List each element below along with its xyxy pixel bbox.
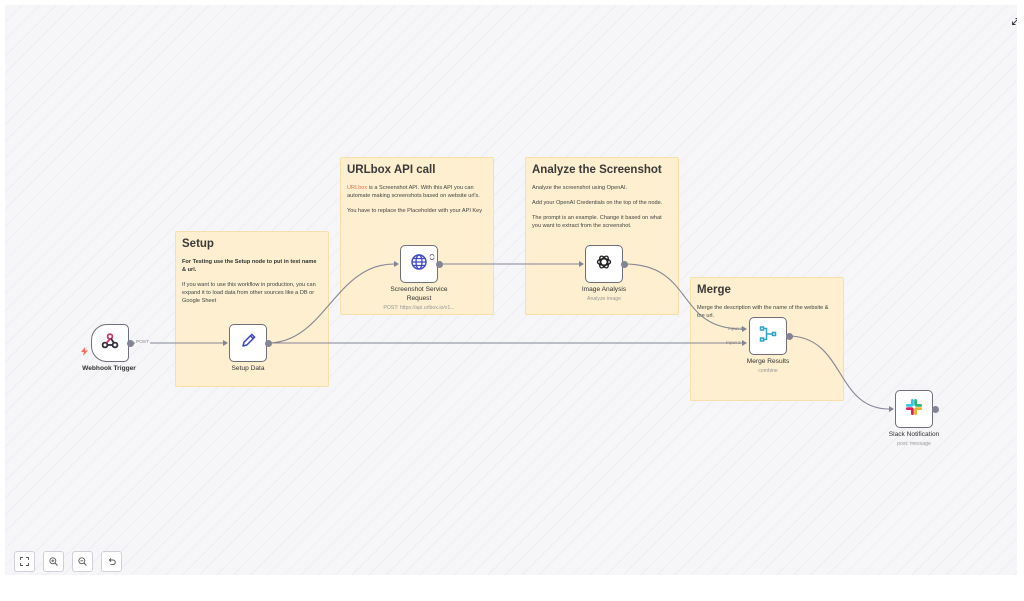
slack-notification-node[interactable] (895, 390, 933, 428)
connection-merge-slack (787, 335, 890, 410)
connections (133, 263, 890, 410)
setup-data-node[interactable] (229, 324, 267, 362)
analysis-input-port[interactable] (579, 260, 584, 267)
sticky-urlbox[interactable]: URLbox API call URLbox is a Screenshot A… (340, 157, 494, 315)
sticky-title: URLbox API call (347, 164, 436, 176)
node-subtitle: combine (758, 368, 778, 374)
slack-output-port[interactable] (931, 405, 939, 413)
node-label: Merge Results (746, 358, 790, 365)
image-analysis-node[interactable] (585, 245, 623, 283)
input-2-label: Input 2 (726, 341, 741, 346)
port-label: POST (135, 340, 151, 345)
sticky-text: For Testing use the Setup node to put in… (182, 259, 317, 274)
merge-output-port[interactable] (785, 332, 793, 340)
node-subtitle: Analyze image (586, 296, 622, 302)
urlbox-link[interactable]: URLbox (347, 185, 368, 191)
undo-icon (107, 553, 116, 571)
openai-icon (595, 253, 613, 276)
merge-results-node[interactable] (749, 317, 787, 355)
connection-analysis-merge (623, 263, 743, 330)
slack-icon (905, 398, 923, 421)
screenshot-input-port[interactable] (394, 260, 399, 267)
sticky-title: Analyze the Screenshot (532, 164, 662, 176)
node-label: Slack Notification (888, 431, 940, 438)
zoom-in-icon (49, 553, 58, 571)
sync-icon (429, 247, 435, 265)
input-1-label: Input 1 (728, 327, 743, 332)
workflow-canvas[interactable]: Setup For Testing use the Setup node to … (5, 5, 1017, 575)
zoom-in-button[interactable] (43, 551, 64, 572)
node-label: Setup Data (231, 365, 265, 372)
zoom-out-button[interactable] (72, 551, 93, 572)
screenshot-output-port[interactable] (435, 260, 443, 268)
fit-view-button[interactable] (14, 551, 35, 572)
webhook-icon (101, 332, 119, 355)
setup-output-port[interactable] (264, 339, 272, 347)
node-label: Screenshot Service Request (390, 286, 448, 302)
screenshot-service-node[interactable] (400, 245, 438, 283)
sticky-text: Analyze the screenshot using OpenAI. (532, 185, 628, 191)
webhook-trigger-node[interactable] (91, 324, 129, 362)
sticky-text: The prompt is an example. Change it base… (532, 215, 662, 230)
sticky-text: Add your OpenAI Credentials on the top o… (532, 200, 663, 207)
node-subtitle: POST: https://api.urlbox.io/v1... (383, 305, 455, 311)
analysis-output-port[interactable] (620, 260, 628, 268)
setup-input-port[interactable] (223, 339, 228, 346)
sticky-text: If you want to use this workflow in prod… (182, 282, 316, 305)
sticky-text: You have to replace the Placeholder with… (347, 208, 483, 215)
zoom-out-icon (78, 553, 87, 571)
node-label: Image Analysis (581, 286, 627, 293)
slack-input-port[interactable] (889, 405, 894, 412)
sticky-text: Merge the description with the name of t… (697, 305, 829, 320)
connection-setup-screenshot (267, 263, 395, 344)
sticky-title: Merge (697, 284, 731, 296)
sticky-text: URLbox is a Screenshot API. With this AP… (347, 185, 480, 200)
fullscreen-icon[interactable] (1012, 12, 1017, 30)
node-label: Webhook Trigger (82, 365, 136, 372)
merge-input-1-port[interactable] (742, 325, 747, 332)
node-subtitle: post: message (897, 441, 931, 447)
reset-zoom-button[interactable] (101, 551, 122, 572)
sticky-title: Setup (182, 238, 214, 250)
lightning-icon (81, 343, 88, 361)
sticky-analyze[interactable]: Analyze the Screenshot Analyze the scree… (525, 157, 679, 315)
merge-input-2-port[interactable] (742, 339, 747, 346)
pencil-icon (240, 332, 257, 354)
fit-view-icon (20, 553, 29, 571)
merge-icon (759, 325, 777, 348)
globe-icon (410, 253, 428, 276)
webhook-output-port[interactable] (127, 339, 134, 347)
